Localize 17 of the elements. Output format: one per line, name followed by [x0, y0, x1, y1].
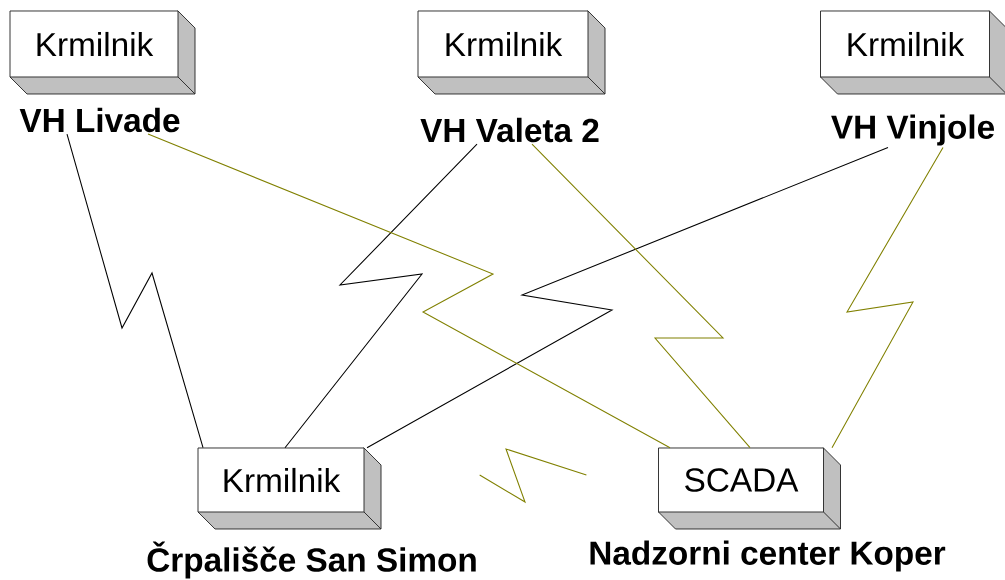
station-label: VH Livade — [19, 107, 180, 133]
lightning-link — [366, 146, 889, 449]
station-label: VH Valeta 2 — [420, 117, 599, 143]
station-label: Nadzorni center Koper — [590, 540, 946, 572]
3d-box: Krmilnik — [417, 10, 606, 95]
station-label: VH Vinjole — [831, 114, 994, 146]
lightning-link — [66, 133, 204, 449]
3d-box: Krmilnik — [820, 10, 1005, 95]
3d-box: Krmilnik — [197, 447, 382, 530]
lightning-link — [831, 146, 944, 449]
station-label: Črpališče San Simon — [147, 541, 476, 579]
3d-box: Krmilnik — [9, 10, 196, 95]
lightning-link — [147, 133, 671, 449]
lightning-link — [284, 143, 478, 449]
lightning-link — [479, 448, 587, 504]
3d-box: SCADA — [658, 447, 841, 530]
lightning-link — [531, 143, 751, 449]
